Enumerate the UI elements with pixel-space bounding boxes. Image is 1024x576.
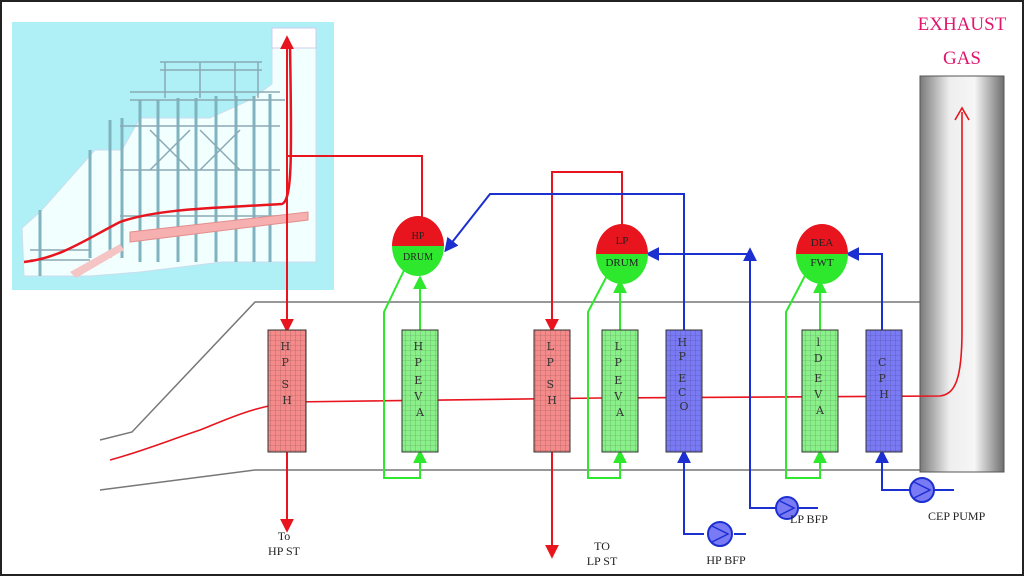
module-letter: V: [613, 390, 623, 403]
module-letter: E: [414, 374, 422, 387]
module-letter: H: [282, 394, 292, 407]
cph-to-dea: [845, 247, 883, 330]
svg-text:H P E C: H P E C O: [677, 336, 690, 413]
module-letter: L: [547, 340, 555, 353]
module-letter: P: [615, 356, 623, 369]
hp-downcomer: [383, 261, 427, 479]
module-letter: H: [547, 394, 557, 407]
lp-drum-bottom-label: DRUM: [605, 257, 638, 269]
svg-text:H P S H: H P S H: [280, 340, 293, 407]
cep-pump-icon: [909, 477, 935, 503]
module-letter: P: [415, 356, 423, 369]
hrsg-structure-image: [12, 22, 334, 290]
hp-bfp-line: [677, 449, 704, 535]
hp-bfp-label: HP BFP: [706, 553, 746, 567]
exhaust-label-1: EXHAUST: [918, 14, 1007, 35]
module-cph: C P H: [865, 329, 903, 453]
hp-drum: HP DRUM: [392, 216, 444, 276]
module-letter: V: [413, 390, 423, 403]
svg-text:L P S H: L P S H: [546, 340, 557, 407]
module-letter: H: [677, 336, 687, 349]
module-letter: C: [678, 386, 686, 399]
lp-bfp-line: [743, 247, 776, 509]
lp-downcomer: [587, 269, 627, 479]
module-letter: S: [281, 378, 289, 391]
module-letter: P: [679, 350, 687, 363]
module-letter: O: [679, 400, 688, 413]
svg-text:l D E V: l D E V A: [813, 336, 826, 417]
hp-drum-top-label: HP: [412, 231, 425, 242]
cep-pump-label: CEP PUMP: [928, 509, 986, 523]
module-hp-eva: H P E V A: [401, 329, 439, 453]
module-letter: V: [813, 388, 823, 401]
lp-drum: LP DRUM: [596, 224, 648, 284]
module-letter: H: [413, 340, 423, 353]
svg-text:H P E V: H P E V A: [413, 340, 426, 419]
module-letter: H: [280, 340, 290, 353]
module-hp-eco: H P E C O: [665, 329, 703, 453]
to-lp-label-2: LP ST: [587, 554, 618, 568]
to-hp-label-1: To: [278, 529, 291, 543]
lp-drum-top-label: LP: [616, 235, 629, 247]
hp-drum-to-sh: [287, 155, 423, 218]
svg-text:C P H: C P H: [878, 356, 890, 401]
lp-bfp-label: LP BFP: [790, 512, 828, 526]
module-letter: E: [614, 374, 622, 387]
module-letter: P: [879, 372, 887, 385]
module-lp-eva: L P E V A: [601, 329, 639, 453]
hp-bfp-pump-icon: [707, 521, 733, 547]
module-letter: A: [615, 406, 625, 419]
module-letter: C: [878, 356, 886, 369]
module-lp-sh: L P S H: [533, 329, 571, 453]
module-letter: A: [815, 404, 825, 417]
module-letter: P: [547, 356, 555, 369]
module-letter: E: [814, 372, 822, 385]
module-ld-eva: l D E V A: [801, 329, 839, 453]
to-hp-label-2: HP ST: [268, 544, 301, 558]
hp-eco-to-drum: [444, 193, 685, 330]
svg-text:L P E V: L P E V A: [613, 340, 625, 419]
duct-outline: [99, 301, 922, 491]
module-letter: H: [879, 388, 889, 401]
lp-bfp-pump-icon: [775, 496, 799, 520]
module-letter: P: [282, 356, 290, 369]
flue-gas-line: [109, 112, 963, 461]
dea-drum-bottom-label: FWT: [810, 257, 834, 269]
lp-drum-to-sh: [545, 171, 623, 333]
to-lp-label-1: TO: [594, 539, 610, 553]
module-letter: E: [678, 372, 686, 385]
module-letter: A: [415, 406, 425, 419]
module-letter: l: [816, 336, 820, 349]
module-letter: L: [615, 340, 623, 353]
module-hp-sh: H P S H: [267, 329, 307, 453]
hp-drum-bottom-label: DRUM: [403, 252, 433, 263]
flue-gas-arrow: [954, 106, 970, 121]
dea-drum: DEA FWT: [796, 224, 848, 284]
dea-downcomer: [785, 269, 827, 479]
module-letter: S: [546, 378, 554, 391]
module-letter: D: [814, 352, 823, 365]
exhaust-label-2: GAS: [943, 48, 981, 69]
cep-line: [875, 449, 910, 491]
dea-drum-top-label: DEA: [811, 237, 834, 249]
